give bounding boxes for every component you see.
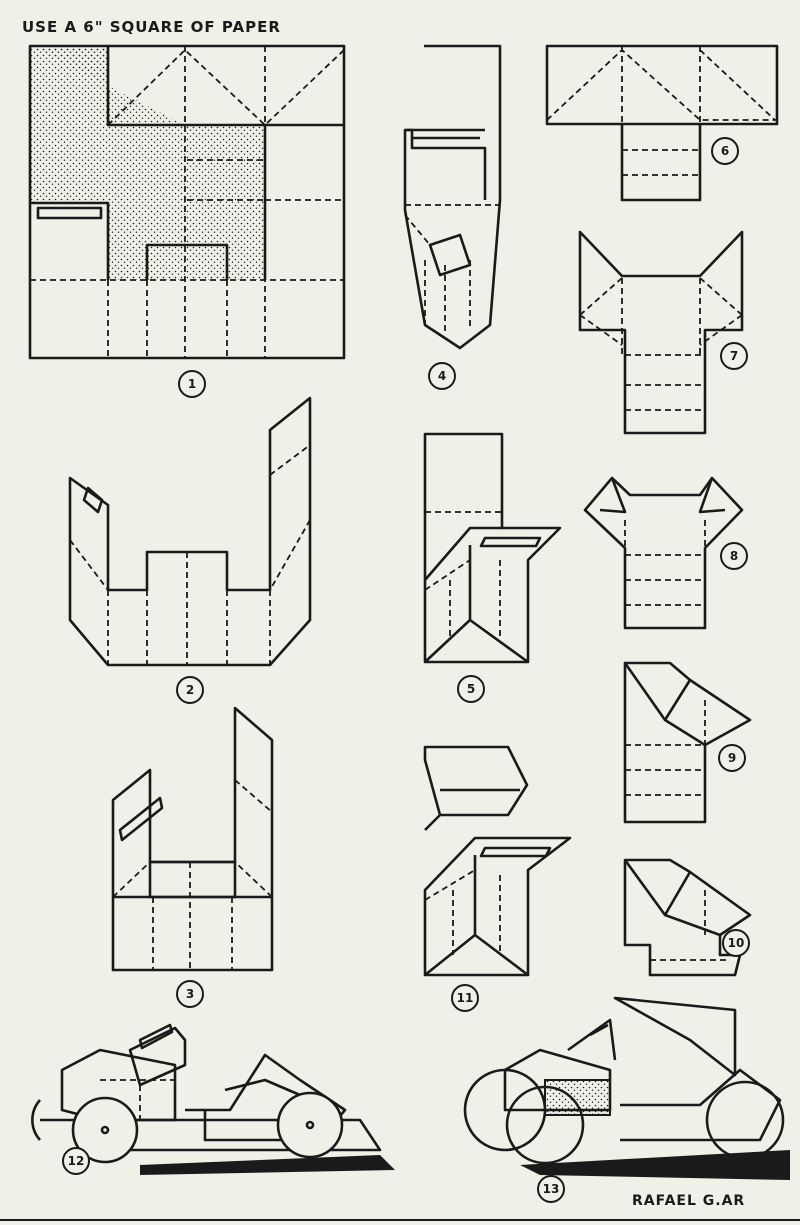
- step-number-12: 12: [62, 1147, 90, 1175]
- step-number-13: 13: [537, 1175, 565, 1203]
- step-6-drawing: [545, 44, 779, 202]
- step-12-drawing: [31, 1023, 395, 1175]
- instruction-title: USE A 6" SQUARE OF PAPER: [22, 18, 281, 36]
- step-8-drawing: [583, 476, 744, 630]
- step-number-8: 8: [720, 542, 748, 570]
- step-4-drawing: [403, 44, 502, 350]
- step-number-1: 1: [178, 370, 206, 398]
- step-number-6: 6: [711, 137, 739, 165]
- step-9-drawing: [623, 661, 752, 824]
- step-13-drawing: [463, 996, 790, 1180]
- step-7-drawing: [578, 230, 744, 435]
- step-number-3: 3: [176, 980, 204, 1008]
- step-3-drawing: [111, 706, 274, 972]
- step-number-7: 7: [720, 342, 748, 370]
- step-5-drawing: [423, 432, 562, 664]
- step-number-2: 2: [176, 676, 204, 704]
- step-number-10: 10: [722, 929, 750, 957]
- step-2-drawing: [68, 396, 312, 667]
- step-number-9: 9: [718, 744, 746, 772]
- step-number-5: 5: [457, 675, 485, 703]
- step-11-drawing: [423, 745, 572, 977]
- step-1-drawing: [28, 44, 346, 360]
- step-number-4: 4: [428, 362, 456, 390]
- step-10-drawing: [623, 858, 752, 977]
- artist-signature: RAFAEL G.AR: [632, 1193, 746, 1209]
- step-number-11: 11: [451, 984, 479, 1012]
